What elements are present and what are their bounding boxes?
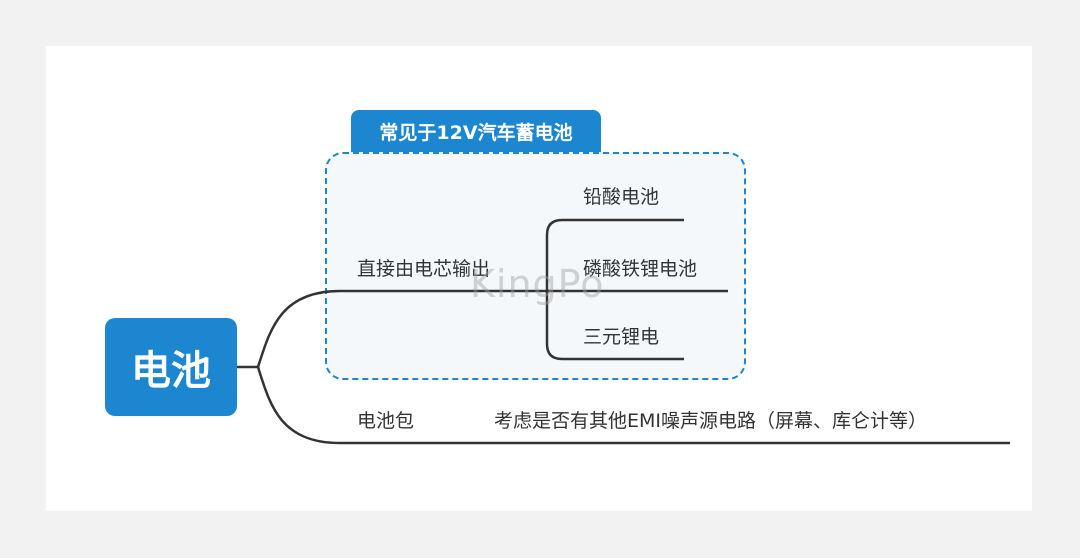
item-lead-acid: 铅酸电池 [583,186,660,208]
group-label: 常见于12V汽车蓄电池 [351,110,601,152]
watermark: KingPo [470,262,605,306]
connector-bracket [545,218,684,361]
branch-direct-cell: 直接由电芯输出 [357,258,491,280]
root-node: 电池 [105,318,237,416]
branch-battery-pack: 电池包 [357,410,415,432]
item-lifepo4: 磷酸铁锂电池 [583,258,698,280]
connector-branch-2 [256,366,1010,445]
item-ternary-lithium: 三元锂电 [583,326,660,348]
connector-branch-1 [256,289,728,368]
item-emi-consideration: 考虑是否有其他EMI噪声源电路（屏幕、库仑计等） [494,410,928,432]
group-boundary [325,152,746,380]
